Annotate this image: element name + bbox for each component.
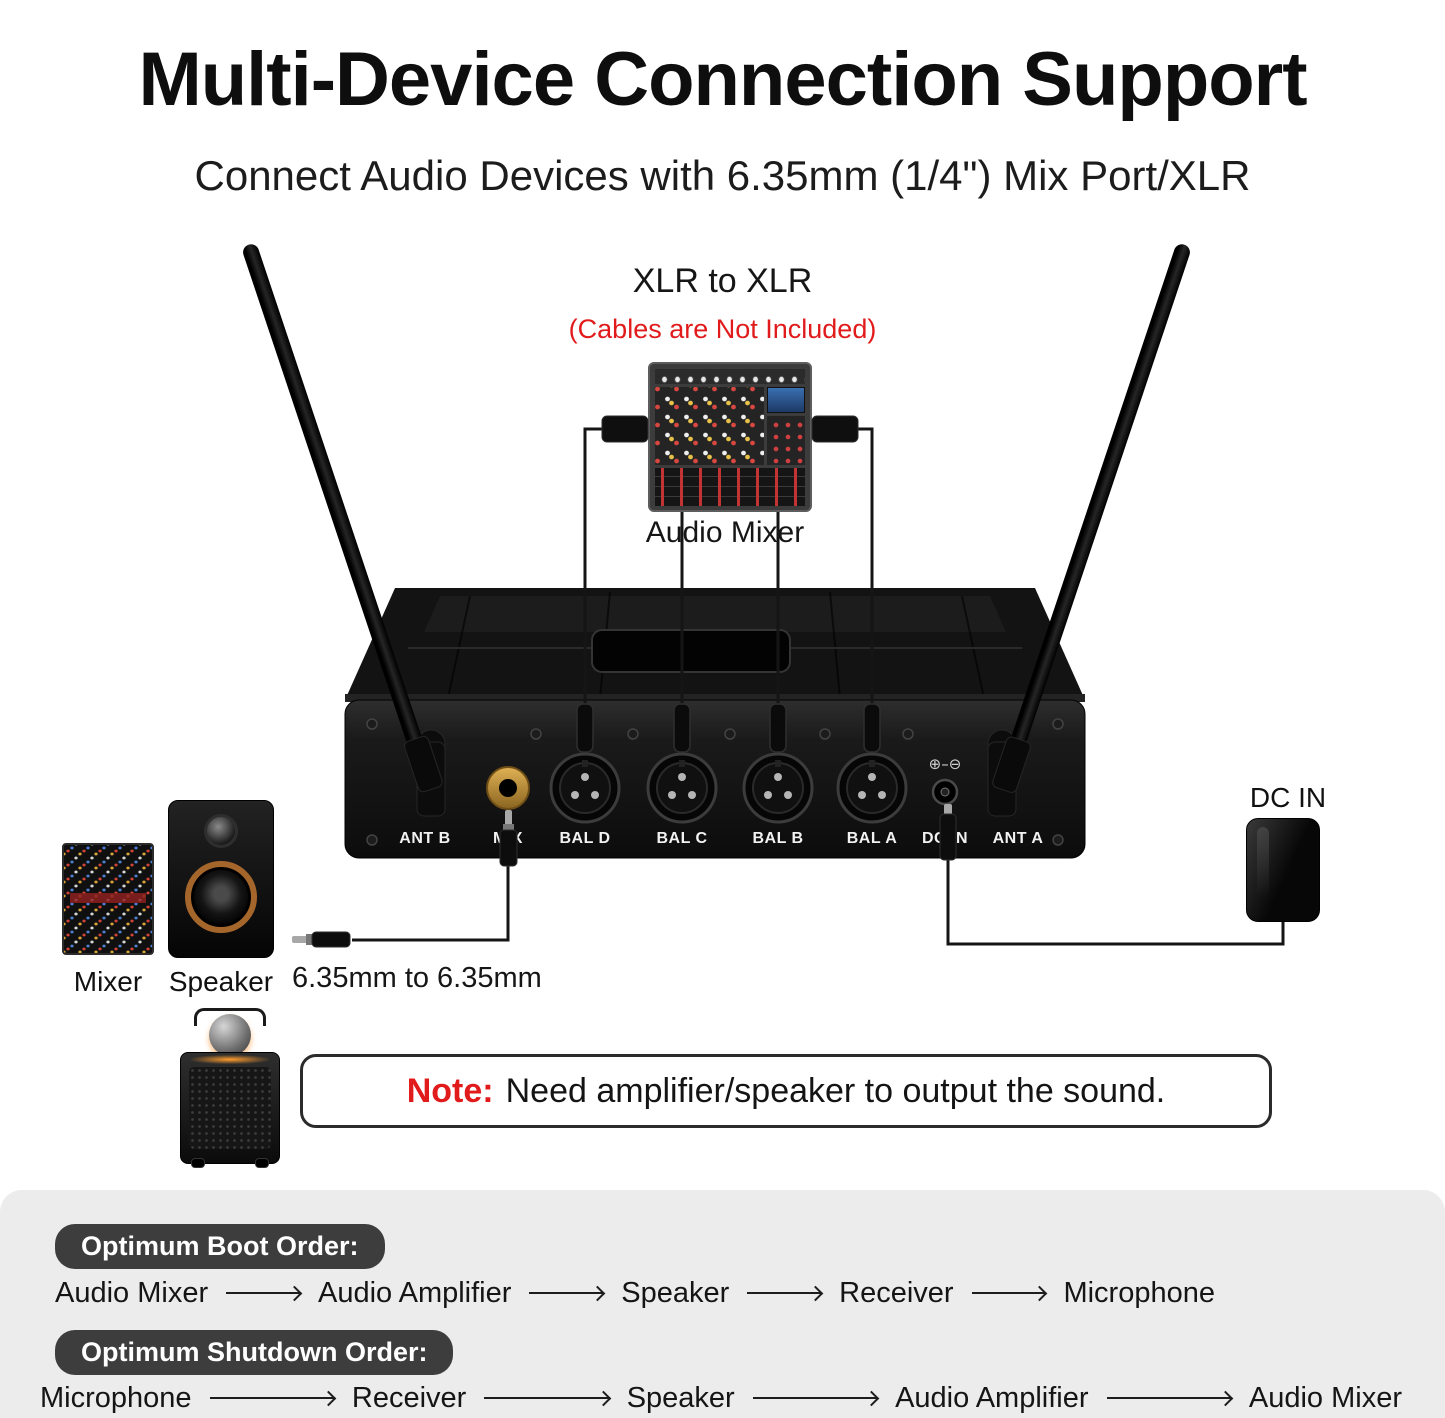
flow-step: Speaker — [621, 1276, 730, 1309]
panel-screws — [366, 718, 1064, 846]
dj-mixer-image — [62, 843, 154, 955]
xlr-jacks — [549, 752, 908, 824]
karaoke-speaker-image — [174, 1006, 286, 1170]
karaoke-grille — [189, 1067, 271, 1149]
dc-in-label: DC IN — [1249, 782, 1327, 813]
shutdown-order-badge: Optimum Shutdown Order: — [55, 1330, 454, 1375]
mixer-jack-row — [655, 369, 805, 384]
mixer-knob-grid — [655, 387, 764, 465]
port-label-dc-in: DC IN — [921, 830, 969, 847]
disco-ball — [209, 1014, 251, 1056]
karaoke-glow — [191, 1055, 269, 1064]
port-label-ant-a: ANT A — [992, 830, 1044, 847]
speaker-woofer — [185, 861, 257, 933]
port-label-bal-a: BAL A — [846, 830, 898, 847]
flow-step: Microphone — [1063, 1276, 1215, 1309]
footer-section: Optimum Boot Order: Audio Mixer Audio Am… — [0, 1190, 1445, 1418]
arrow-right-icon — [209, 1397, 334, 1399]
mixer-side-column — [767, 387, 805, 465]
mixer-buttons — [767, 416, 805, 465]
port-label-bal-d: BAL D — [559, 830, 611, 847]
flow-step: Audio Amplifier — [317, 1276, 512, 1309]
mix-jack — [486, 766, 530, 810]
page-title: Multi-Device Connection Support — [138, 37, 1307, 122]
quarter-inch-cable-label: 6.35mm to 6.35mm — [292, 962, 542, 994]
arrow-right-icon — [484, 1397, 609, 1399]
arrow-right-icon — [226, 1292, 300, 1294]
flow-step: Audio Mixer — [55, 1276, 209, 1309]
flow-step: Speaker — [626, 1381, 735, 1414]
note-box: Note: Need amplifier/speaker to output t… — [300, 1054, 1272, 1128]
arrow-right-icon — [1106, 1397, 1231, 1399]
flow-step: Audio Amplifier — [895, 1381, 1089, 1414]
port-label-ant-b: ANT B — [399, 830, 451, 847]
arrow-right-icon — [971, 1292, 1046, 1294]
speaker-image — [168, 800, 274, 958]
karaoke-handle — [194, 1008, 266, 1026]
boot-order-flow: Audio Mixer Audio Amplifier Speaker Rece… — [55, 1272, 1215, 1314]
karaoke-body — [180, 1052, 280, 1168]
dc-jack — [931, 778, 959, 806]
port-label-bal-c: BAL C — [656, 830, 708, 847]
note-prefix: Note: — [406, 1071, 494, 1110]
xlr-to-xlr-label: XLR to XLR — [632, 262, 813, 300]
speaker-label: Speaker — [168, 966, 274, 997]
receiver-rear-panel-image: ⊕–⊖ — [344, 588, 1086, 859]
xlr-jack-bal-c — [646, 752, 718, 824]
mixer-label: Mixer — [73, 966, 143, 997]
page-subtitle: Connect Audio Devices with 6.35mm (1/4")… — [194, 152, 1251, 199]
audio-mixer-image — [648, 362, 812, 512]
mixer-fader-strip — [655, 468, 805, 506]
cables-not-included-note: (Cables are Not Included) — [568, 314, 877, 344]
boot-order-badge: Optimum Boot Order: — [55, 1224, 385, 1269]
flow-step: Receiver — [839, 1276, 954, 1309]
shutdown-order-flow: Microphone Receiver Speaker Audio Amplif… — [40, 1378, 1402, 1418]
xlr-jack-bal-d — [549, 752, 621, 824]
karaoke-wheel — [255, 1158, 269, 1168]
port-label-mix: MIX — [493, 830, 523, 847]
polarity-icon: ⊕–⊖ — [929, 755, 962, 773]
note-text: Need amplifier/speaker to output the sou… — [505, 1071, 1166, 1110]
port-label-bal-b: BAL B — [752, 830, 804, 847]
karaoke-wheel — [191, 1158, 205, 1168]
flow-step: Audio Mixer — [1248, 1381, 1402, 1414]
speaker-tweeter — [204, 814, 238, 848]
xlr-jack-bal-a — [836, 752, 908, 824]
arrow-right-icon — [747, 1292, 822, 1294]
receiver-handle-recess — [591, 629, 791, 673]
audio-mixer-label: Audio Mixer — [645, 516, 805, 549]
power-adapter-image — [1246, 818, 1320, 922]
flow-step: Microphone — [40, 1381, 192, 1414]
mixer-main-panel — [655, 387, 805, 465]
arrow-right-icon — [529, 1292, 604, 1294]
flow-step: Receiver — [351, 1381, 467, 1414]
mixer-screen — [767, 387, 805, 413]
xlr-jack-bal-b — [742, 752, 814, 824]
arrow-right-icon — [752, 1397, 878, 1399]
